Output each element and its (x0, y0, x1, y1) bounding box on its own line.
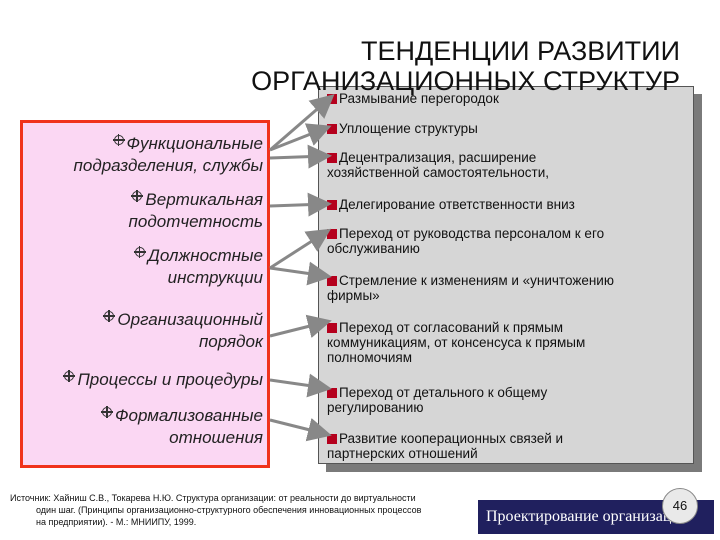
structure-text-cont: отношения (169, 428, 263, 447)
structure-text: Процессы и процедуры (77, 370, 263, 389)
structure-text-cont: инструкции (167, 268, 263, 287)
structure-text: Должностные (147, 246, 263, 265)
trend-text-cont: партнерских отношений (327, 446, 478, 461)
structure-text: Формализованные (115, 406, 263, 425)
traditional-structures-box: Функциональные подразделения, службы Вер… (20, 120, 270, 468)
trend-text-cont: фирмы» (327, 288, 380, 303)
trend-text: Децентрализация, расширение (339, 150, 537, 165)
trend-text-cont: полномочиям (327, 350, 413, 365)
trend-item: Развитие кооперационных связей и партнер… (327, 431, 687, 461)
trend-text: Уплощение структуры (339, 121, 478, 136)
trend-item: Делегирование ответственности вниз (327, 197, 687, 212)
structure-text: Вертикальная (145, 190, 263, 209)
crosshair-bullet-icon (63, 370, 76, 382)
structure-item: Организационный порядок (103, 309, 263, 353)
trends-box: Размывание перегородок Уплощение структу… (318, 86, 694, 464)
trend-text: Стремление к изменениям и «уничтожению (339, 273, 614, 288)
trend-text-cont: обслуживанию (327, 241, 420, 256)
crosshair-bullet-icon (101, 406, 113, 418)
square-bullet-icon (327, 276, 337, 286)
page-title-line1: ТЕНДЕНЦИИ РАЗВИТИИ (360, 36, 680, 66)
square-bullet-icon (327, 200, 337, 210)
trend-text: Делегирование ответственности вниз (339, 197, 575, 212)
structure-text: Организационный (117, 310, 263, 329)
trend-item: Децентрализация, расширение хозяйственно… (327, 150, 687, 180)
structure-text-cont: подотчетность (128, 212, 263, 231)
trend-text-cont: регулированию (327, 400, 424, 415)
trend-text: Переход от согласований к прямым (339, 320, 564, 335)
structure-text-cont: подразделения, службы (73, 156, 263, 175)
trend-item: Переход от согласований к прямым коммуни… (327, 320, 687, 365)
structure-item: Формализованные отношения (101, 405, 263, 449)
square-bullet-icon (327, 153, 337, 163)
structure-item: Функциональные подразделения, службы (74, 133, 263, 177)
square-bullet-icon (327, 323, 337, 333)
trend-item: Стремление к изменениям и «уничтожению ф… (327, 273, 687, 303)
square-bullet-icon (327, 434, 337, 444)
crosshair-bullet-icon (133, 246, 146, 258)
structure-item: Вертикальная подотчетность (129, 189, 263, 233)
square-bullet-icon (327, 124, 337, 134)
structure-text-cont: порядок (198, 332, 263, 351)
source-line: Источник: Хайниш С.В., Токарева Н.Ю. Стр… (10, 493, 416, 503)
square-bullet-icon (327, 229, 337, 239)
source-citation: Источник: Хайниш С.В., Токарева Н.Ю. Стр… (10, 492, 470, 528)
source-line: на предприятии). - М.: МНИИПУ, 1999. (36, 517, 197, 527)
crosshair-bullet-icon (103, 310, 116, 322)
page-number-badge: 46 (662, 488, 698, 524)
structure-item: Должностные инструкции (133, 245, 263, 289)
structure-text: Функциональные (126, 134, 264, 153)
source-line: один шаг. (Принципы организационно-струк… (36, 505, 422, 515)
trend-text: Размывание перегородок (339, 91, 499, 106)
trend-item: Переход от детального к общему регулиров… (327, 385, 687, 415)
square-bullet-icon (327, 388, 337, 398)
trend-text-cont: хозяйственной самостоятельности, (327, 165, 550, 180)
structure-item: Процессы и процедуры (63, 369, 263, 391)
crosshair-bullet-icon (112, 134, 125, 146)
trend-item: Уплощение структуры (327, 121, 687, 136)
trend-text: Переход от детального к общему (339, 385, 548, 400)
trend-text: Переход от руководства персоналом к его (339, 226, 605, 241)
trend-item: Переход от руководства персоналом к его … (327, 226, 687, 256)
page-title-line2: ОРГАНИЗАЦИОННЫХ СТРУКТУР (251, 66, 680, 96)
trend-text-cont: коммуникациям, от консенсуса к прямым (327, 335, 586, 350)
trend-text: Развитие кооперационных связей и (339, 431, 564, 446)
crosshair-bullet-icon (131, 190, 144, 202)
